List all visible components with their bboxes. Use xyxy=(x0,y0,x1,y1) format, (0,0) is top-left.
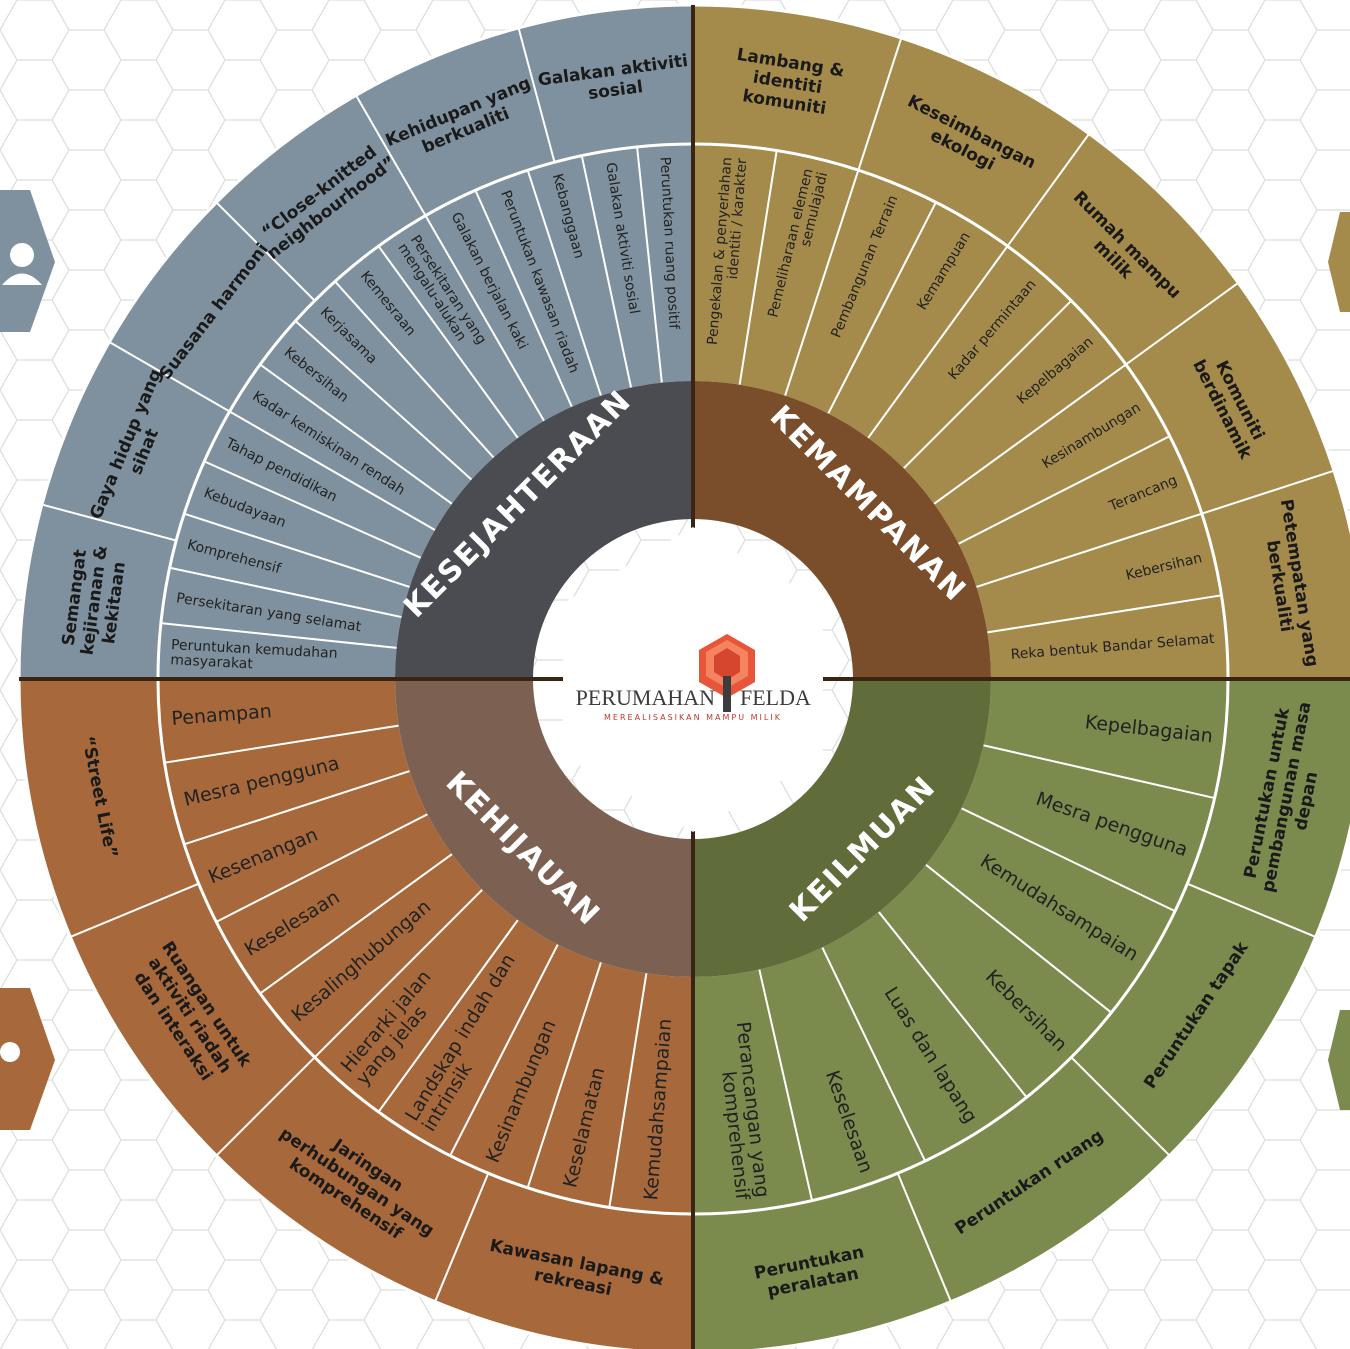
logo-tagline: MEREALISASIKAN MAMPU MILIK xyxy=(604,713,782,722)
outer-divider xyxy=(215,1056,316,1157)
outer-divider xyxy=(355,94,427,217)
outer-divider xyxy=(896,1172,952,1303)
inner-divider xyxy=(334,280,495,459)
outer-divider xyxy=(69,882,200,938)
outer-divider xyxy=(1186,882,1317,938)
hexagon-right-top xyxy=(1328,212,1350,312)
inner-divider xyxy=(821,947,927,1162)
outer-divider xyxy=(857,37,903,171)
inner-divider xyxy=(608,973,648,1208)
inner-divider xyxy=(526,169,602,396)
ring-border xyxy=(156,142,694,680)
outer-divider xyxy=(108,341,231,413)
wheel-rings xyxy=(17,3,1350,1349)
inner-divider xyxy=(164,724,399,764)
inner-divider xyxy=(183,512,410,588)
kesejahteraan-hub-band xyxy=(395,381,693,679)
inner-divider xyxy=(294,320,473,481)
outer-divider xyxy=(41,503,177,542)
logo-mark-icon xyxy=(699,634,755,712)
ring-border xyxy=(156,678,694,1216)
person-icon-bottom xyxy=(0,1042,20,1062)
inner-divider xyxy=(203,460,422,559)
inner-divider xyxy=(987,594,1222,634)
logo-brand-left: PERUMAHAN xyxy=(576,685,715,710)
outer-divider xyxy=(1201,469,1335,515)
keilmuan-outer-band xyxy=(693,679,1350,1349)
kesejahteraan-inner-band xyxy=(158,144,693,679)
inner-divider xyxy=(903,299,1073,469)
inner-divider xyxy=(976,512,1203,588)
inner-divider xyxy=(925,864,1112,1014)
inner-divider xyxy=(424,215,545,422)
inner-divider xyxy=(867,245,1009,439)
inner-divider xyxy=(580,155,633,388)
kesejahteraan-outer-band xyxy=(19,5,693,679)
center-hexagon xyxy=(563,527,823,832)
outer-divider xyxy=(215,201,316,302)
inner-divider xyxy=(259,853,453,995)
inner-divider xyxy=(526,962,602,1189)
keilmuan-hub-band xyxy=(693,679,991,977)
logo-brand-right: FELDA xyxy=(740,685,811,710)
inner-divider xyxy=(958,435,1171,545)
inner-divider xyxy=(169,566,402,619)
person-icon xyxy=(10,243,34,267)
inner-divider xyxy=(474,189,573,408)
outer-divider xyxy=(517,27,556,163)
inner-divider xyxy=(259,363,453,505)
inner-divider xyxy=(878,911,1028,1098)
ring-border xyxy=(692,142,1230,680)
kemampanan-outer-band xyxy=(693,5,1350,679)
keilmuan-inner-band xyxy=(693,679,1228,1214)
inner-divider xyxy=(933,363,1127,505)
inner-divider xyxy=(983,744,1215,800)
inner-divider xyxy=(961,807,1176,913)
inner-divider xyxy=(827,201,937,414)
inner-divider xyxy=(758,969,814,1201)
hexagon-left-bottom xyxy=(0,988,55,1130)
kehijauan-outer-band xyxy=(19,679,693,1349)
inner-divider xyxy=(183,770,410,846)
inner-divider xyxy=(377,245,519,439)
person-icon-body xyxy=(2,273,42,285)
inner-divider xyxy=(229,410,436,531)
inner-divider xyxy=(160,622,397,649)
outer-divider xyxy=(1125,282,1239,366)
outer-divider xyxy=(1006,133,1090,247)
ring-border xyxy=(692,678,1230,1216)
inner-divider xyxy=(636,146,663,383)
inner-divider xyxy=(449,944,559,1157)
inner-divider xyxy=(215,813,428,923)
outer-divider xyxy=(434,1172,490,1303)
kehijauan-hub-band xyxy=(395,679,693,977)
inner-divider xyxy=(313,889,483,1059)
outer-divider xyxy=(1070,1056,1171,1157)
inner-divider xyxy=(738,150,778,385)
center-logo: PERUMAHAN FELDA MEREALISASIKAN MAMPU MIL… xyxy=(563,527,823,832)
kemampanan-hub-band xyxy=(693,381,991,679)
side-hexagons xyxy=(0,190,1350,1130)
inner-divider xyxy=(784,169,860,396)
wheel-hub xyxy=(19,5,1350,1349)
inner-divider xyxy=(377,919,519,1113)
hexagon-right-bottom xyxy=(1328,1010,1350,1110)
